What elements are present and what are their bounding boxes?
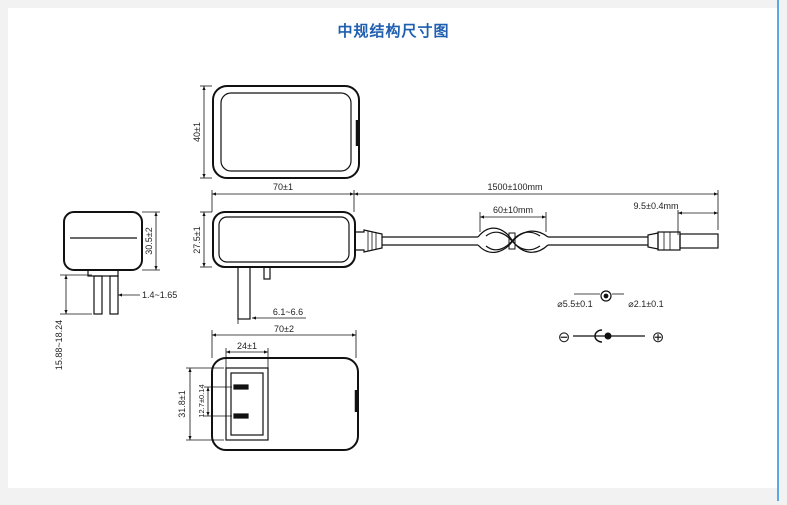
pin-length-label: 15.88~18.24 xyxy=(54,320,64,370)
end-view xyxy=(60,211,160,315)
pin-spacing-label: 12.7±0.14 xyxy=(197,384,206,417)
tie-length-label: 60±10mm xyxy=(493,205,533,215)
side-length-label: 70±1 xyxy=(273,182,293,192)
pin-span-label: 24±1 xyxy=(237,341,257,351)
end-height-label: 30.5±2 xyxy=(144,227,154,254)
bottom-width-label: 31.8±1 xyxy=(177,390,187,417)
inner-diameter-label: ⌀2.1±0.1 xyxy=(628,299,663,309)
page-panel xyxy=(8,8,777,488)
front-height-label: 40±1 xyxy=(192,122,202,142)
bottom-length-label: 70±2 xyxy=(274,324,294,334)
outer-diameter-label: ⌀5.5±0.1 xyxy=(557,299,592,309)
page-title: 中规结构尺寸图 xyxy=(337,22,450,40)
bottom-view xyxy=(186,330,359,451)
cable-length-label: 1500±100mm xyxy=(488,182,543,192)
pin-thickness-label: 1.4~1.65 xyxy=(142,290,177,300)
side-view xyxy=(200,190,719,324)
front-view xyxy=(200,85,360,179)
negative-symbol-icon: ⊖ xyxy=(558,329,571,346)
dc-plug-diagram xyxy=(573,290,645,343)
side-height-label: 27.5±1 xyxy=(192,226,202,253)
plug-length-label: 9.5±0.4mm xyxy=(634,201,679,211)
positive-symbol-icon: ⊕ xyxy=(652,329,665,346)
pin-offset-label: 6.1~6.6 xyxy=(273,307,303,317)
